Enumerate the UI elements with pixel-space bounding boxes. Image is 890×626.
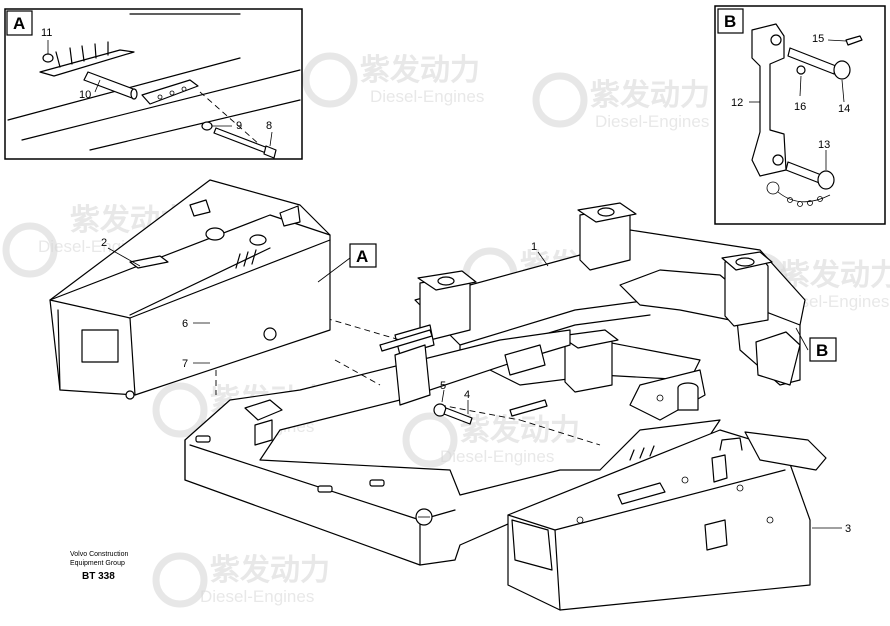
watermark-en: Diesel-Engines <box>440 447 554 466</box>
detail-b-panel: B 15 12 16 14 13 <box>714 5 886 225</box>
upper-frame-assembly <box>184 202 806 566</box>
callout-14: 14 <box>838 103 850 115</box>
callout-4: 4 <box>464 389 470 401</box>
drawing-code: BT 338 <box>82 571 115 582</box>
detail-b-letter: B <box>724 12 736 31</box>
right-tank <box>507 429 827 611</box>
detail-a-panel: A 11 10 9 8 <box>4 8 303 160</box>
callout-13: 13 <box>818 139 830 151</box>
callout-5: 5 <box>440 380 446 392</box>
callout-7: 7 <box>182 358 188 370</box>
callout-12: 12 <box>731 97 743 109</box>
detail-a-letter: A <box>13 14 25 33</box>
watermark-cn: 紫发动力 <box>780 259 890 292</box>
footer-block: Volvo Construction Equipment Group BT 33… <box>70 551 128 582</box>
watermark-cn: 紫发动力 <box>210 554 330 587</box>
callout-2: 2 <box>101 237 107 249</box>
callout-15: 15 <box>812 33 824 45</box>
callout-6: 6 <box>182 318 188 330</box>
callout-8: 8 <box>266 120 272 132</box>
ref-label-a: A <box>356 247 368 266</box>
callout-1: 1 <box>531 241 537 253</box>
watermark-cn: 紫发动力 <box>460 414 580 447</box>
company-line-2: Equipment Group <box>70 560 125 567</box>
company-line-1: Volvo Construction <box>70 551 128 558</box>
callout-3: 3 <box>845 523 851 535</box>
watermark-cn: 紫发动力 <box>590 79 710 112</box>
callout-16: 16 <box>794 101 806 113</box>
ref-label-b: B <box>816 341 828 360</box>
watermark-en: Diesel-Engines <box>595 112 709 131</box>
watermark-en: Diesel-Engines <box>200 587 314 606</box>
watermark-cn: 紫发动力 <box>360 54 480 87</box>
callout-9: 9 <box>236 120 242 132</box>
callout-10: 10 <box>79 89 91 101</box>
watermark-en: Diesel-Engines <box>370 87 484 106</box>
left-tank <box>49 179 331 400</box>
main-callouts: 2 1 6 7 5 4 3 A B <box>101 237 851 535</box>
callout-11: 11 <box>41 27 52 39</box>
